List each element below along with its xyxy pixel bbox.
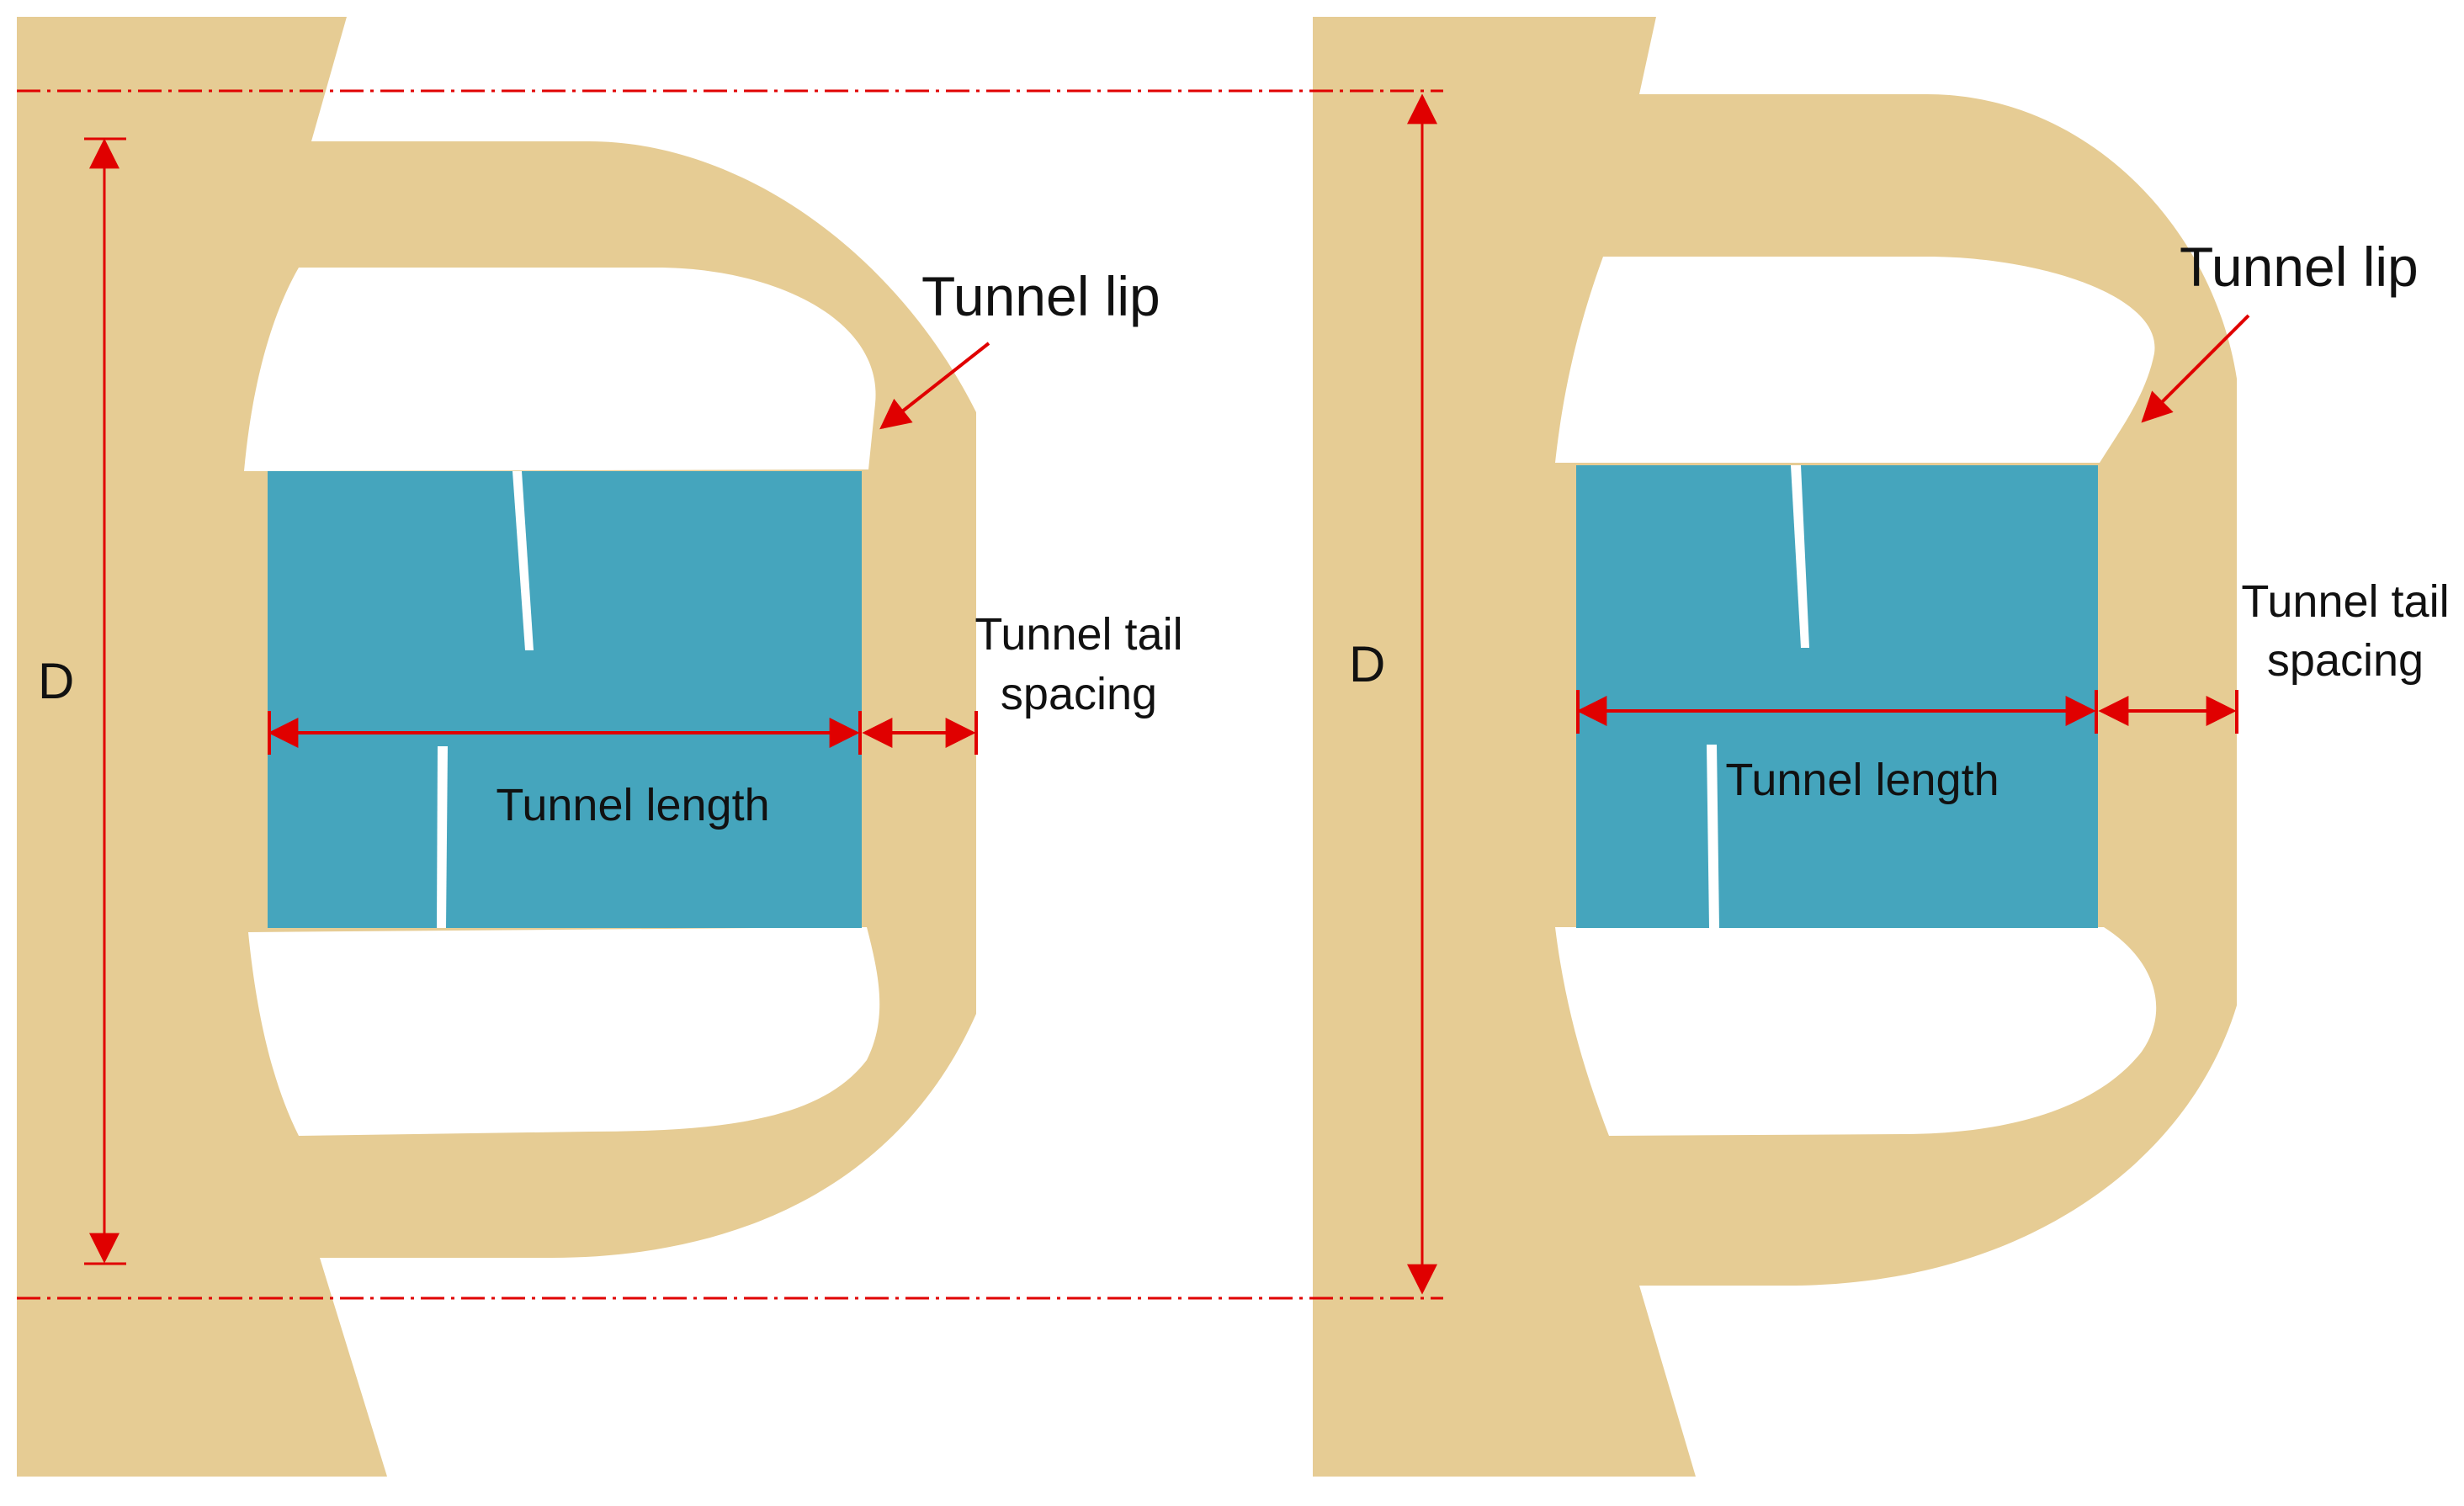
tunnel-length-label: Tunnel length	[1725, 755, 1999, 805]
tunnel-tail-spacing-label-line2: spacing	[2267, 635, 2424, 686]
propeller-blade-gap-lower	[1707, 745, 1719, 928]
dimension-lines	[17, 89, 2250, 1300]
d-label: D	[38, 653, 74, 709]
propeller-block	[1576, 465, 2098, 928]
propeller-blade-gap-upper	[1791, 465, 1809, 648]
d-label: D	[1349, 636, 1385, 692]
tunnel-cavity-lower	[248, 927, 880, 1136]
propeller-blade-gap-lower	[437, 746, 448, 928]
tunnel-tail-spacing-label-line2: spacing	[1001, 669, 1157, 719]
tunnel-lip-pointer-left	[879, 342, 990, 430]
propeller-block	[268, 471, 862, 928]
tunnel-cavity-upper	[1555, 257, 2155, 463]
tunnel-lip-label: Tunnel lip	[2180, 236, 2419, 298]
tunnel-tail-spacing-label-line1: Tunnel tail	[2241, 576, 2449, 627]
right-panel	[1313, 17, 2237, 1477]
tunnel-length-label: Tunnel length	[496, 780, 769, 830]
tunnel-cavity-lower	[1555, 927, 2157, 1136]
left-panel	[17, 17, 976, 1477]
tunnel-cavity-upper	[244, 268, 876, 471]
tunnel-lip-label: Tunnel lip	[921, 265, 1160, 327]
tunnel-tail-spacing-label-line1: Tunnel tail	[974, 609, 1182, 660]
labels: D Tunnel lip Tunnel tail spacing Tunnel …	[38, 236, 2450, 830]
propeller-blade-gap-upper	[512, 471, 534, 650]
tunnel-lip-pointer-right	[2141, 314, 2250, 423]
